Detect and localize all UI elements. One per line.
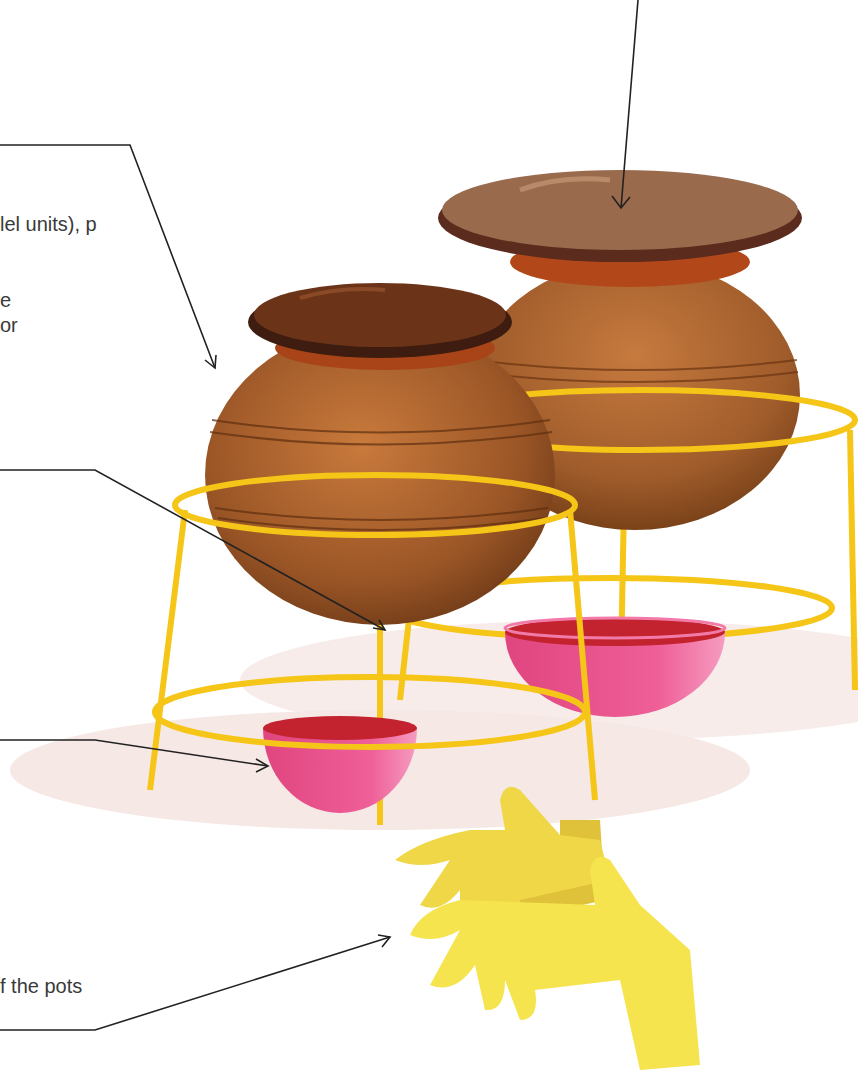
collecting-bowl [263,716,417,813]
rubber-gloves [395,787,700,1070]
pot-stand [175,475,575,535]
leader-line [0,0,638,1030]
callout-text: e or [0,288,22,338]
callout-text: f the pots [0,974,200,999]
clay-pot [205,283,555,625]
collecting-bowl [505,618,725,717]
callout-text: lel units), p [0,212,118,237]
arrow-head [205,196,630,947]
pot-stand [155,677,585,747]
